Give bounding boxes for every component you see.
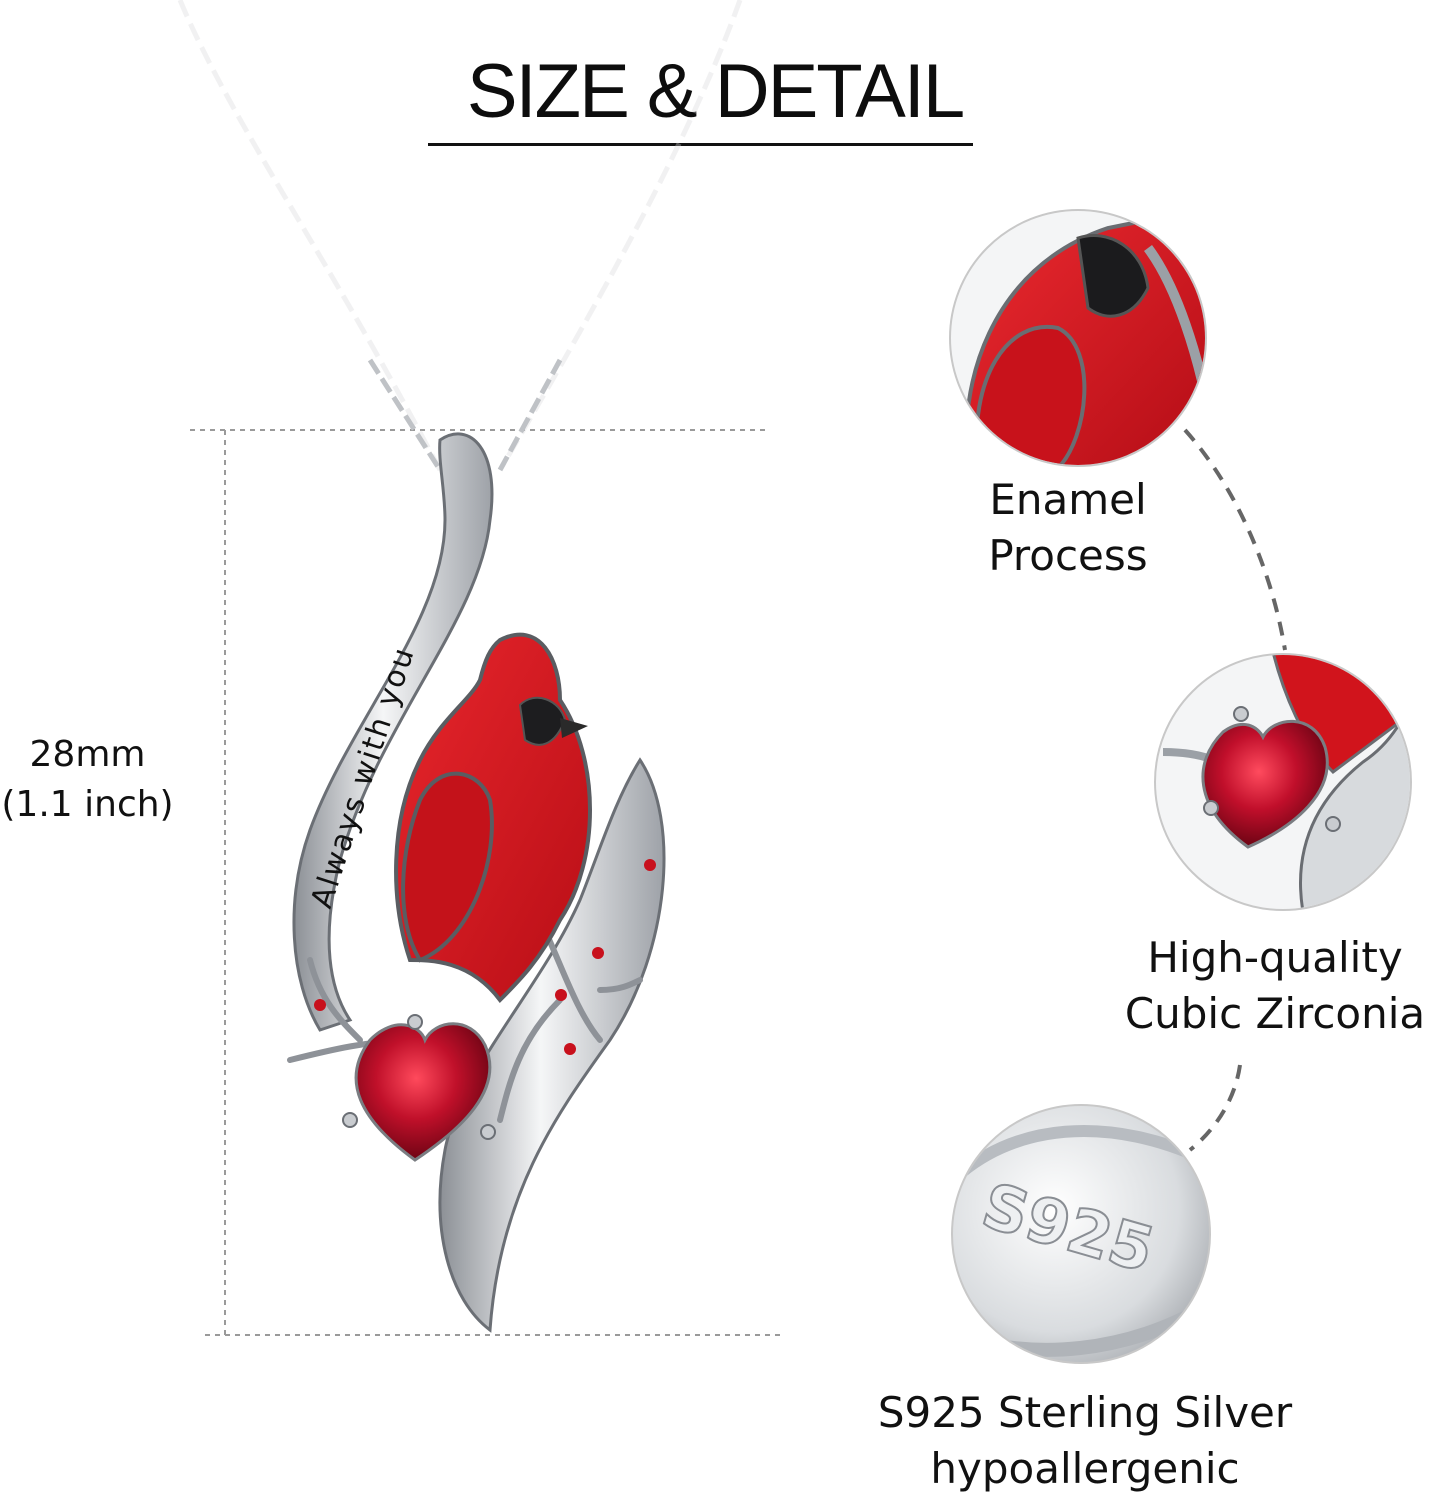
berries bbox=[314, 859, 656, 1055]
silver-caption: S925 Sterling Silver hypoallergenic bbox=[877, 1388, 1293, 1493]
enamel-closeup-icon bbox=[949, 209, 1207, 467]
gem-caption: High-quality Cubic Zirconia bbox=[1124, 933, 1426, 1038]
connector-2 bbox=[1188, 1064, 1242, 1152]
silver-ribbon bbox=[292, 432, 494, 1032]
enamel-caption: Enamel Process bbox=[988, 475, 1148, 580]
s925-stamp-icon: S925 bbox=[951, 1104, 1211, 1364]
page-title: SIZE & DETAIL bbox=[466, 49, 965, 134]
heart-gem bbox=[354, 1022, 492, 1162]
branches bbox=[287, 917, 643, 1123]
connector-1 bbox=[1183, 428, 1287, 651]
dimension-imperial: (1.1 inch) bbox=[1, 784, 174, 825]
title-underline bbox=[428, 143, 973, 146]
cardinal-bird bbox=[394, 632, 592, 1004]
chain bbox=[177, 0, 743, 472]
dimension-label: 28mm (1.1 inch) bbox=[0, 730, 175, 830]
gem-closeup-icon bbox=[1154, 653, 1412, 911]
gem-prongs bbox=[342, 1014, 496, 1140]
dimension-value: 28mm bbox=[29, 734, 146, 775]
